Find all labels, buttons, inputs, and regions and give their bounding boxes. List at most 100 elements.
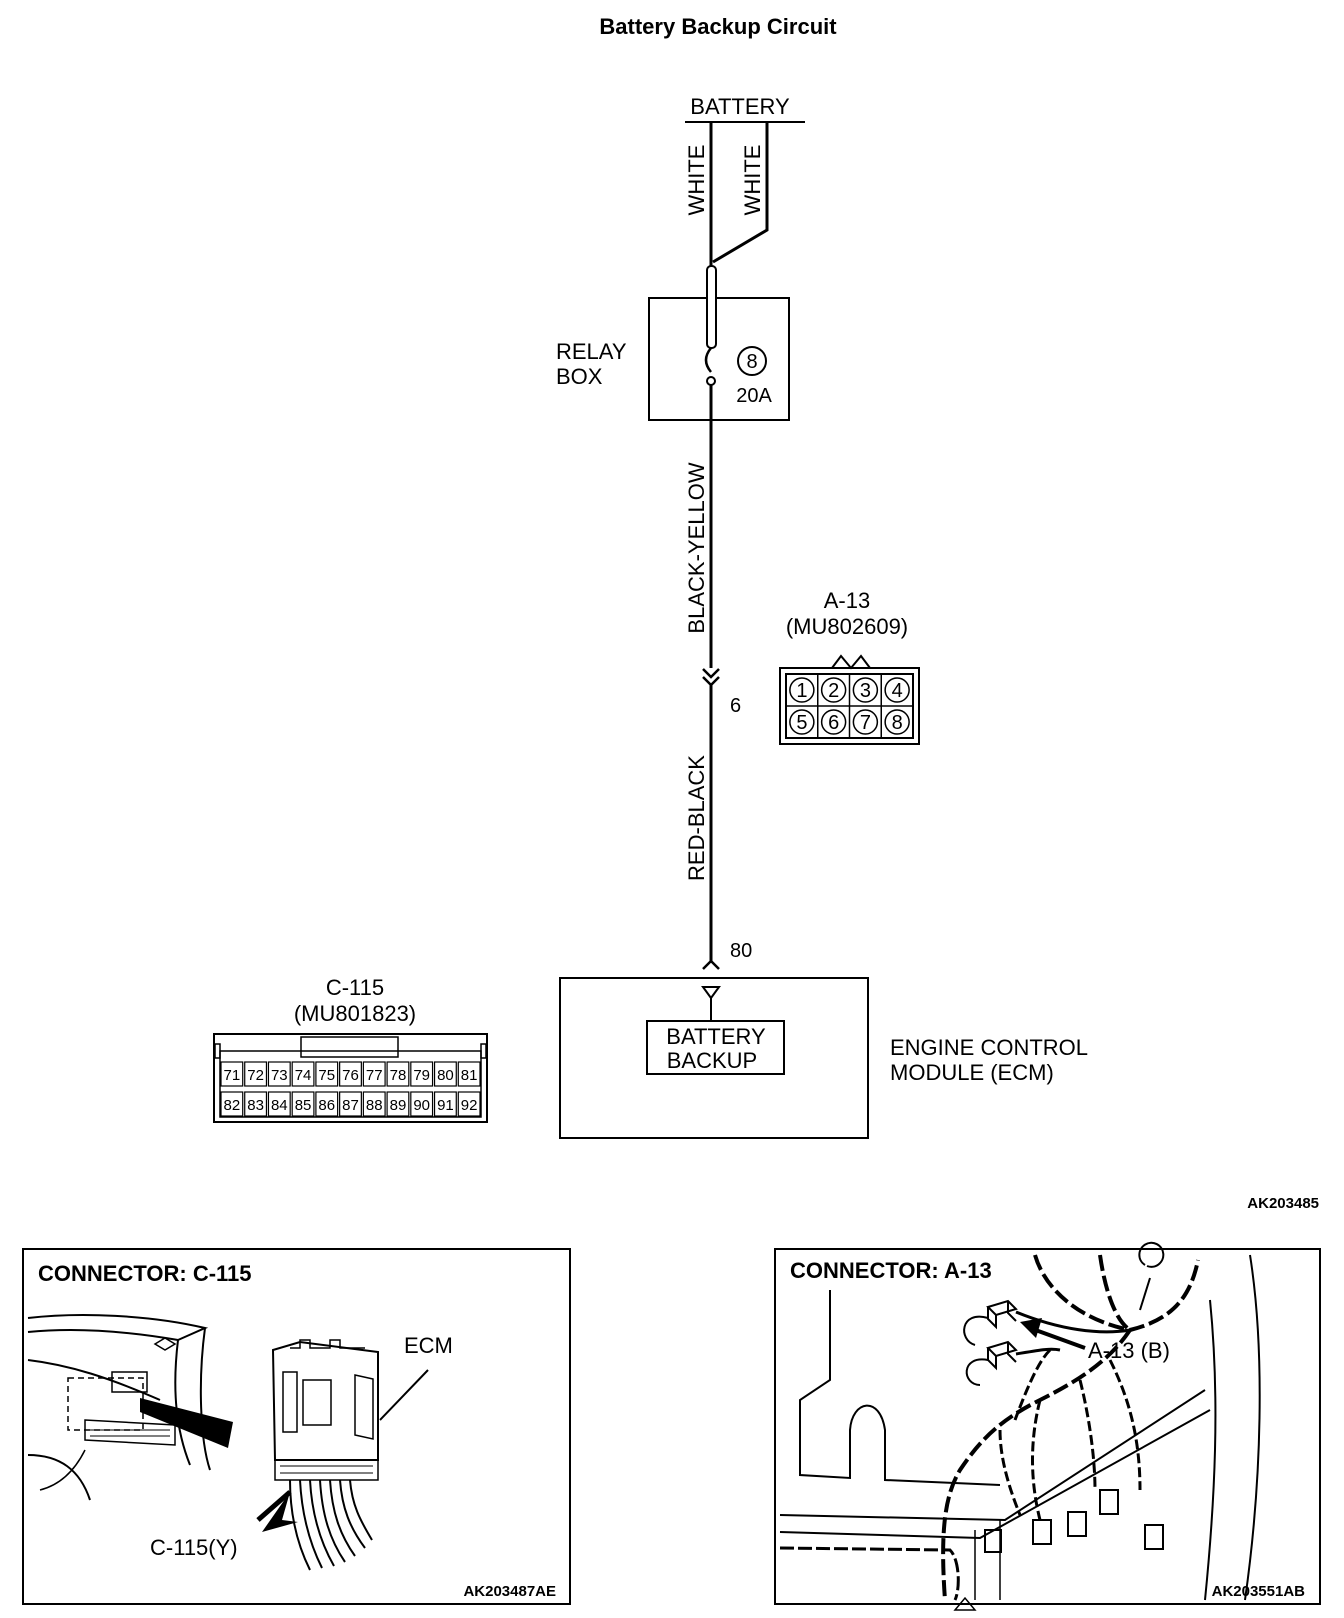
c115-pin-cell bbox=[362, 1061, 386, 1087]
relay-box bbox=[648, 297, 790, 421]
a13-pin-label: 7 bbox=[860, 712, 871, 734]
c115-pin-cell bbox=[433, 1061, 457, 1087]
c115-pin-cell bbox=[220, 1061, 244, 1087]
panel-a13 bbox=[774, 1241, 1321, 1611]
a13-pin-number: 6 bbox=[730, 695, 741, 717]
c115-pin-label: 80 bbox=[437, 1067, 454, 1084]
ecm-label-line2: MODULE (ECM) bbox=[890, 1060, 1054, 1085]
a13-pin-label: 4 bbox=[892, 680, 903, 702]
a13-pin-cavity bbox=[884, 709, 910, 735]
wire-color-white-right: WHITE bbox=[740, 145, 765, 216]
fuse-symbol bbox=[704, 347, 712, 373]
wire-color-white-left: WHITE bbox=[684, 145, 709, 216]
a13-pin-cavity bbox=[820, 677, 847, 703]
a13-pin-cavity bbox=[852, 677, 879, 703]
ecm-pin-number: 80 bbox=[730, 940, 752, 962]
battery-backup-box bbox=[646, 1020, 785, 1075]
c115-part-number: (MU801823) bbox=[294, 1001, 416, 1026]
c115-pin-label: 81 bbox=[461, 1067, 478, 1084]
a13-part-number: (MU802609) bbox=[786, 614, 908, 639]
panel-a13-heading: CONNECTOR: A-13 bbox=[790, 1258, 992, 1283]
c115-pin-cell bbox=[267, 1061, 291, 1087]
c115-pin-label: 90 bbox=[413, 1097, 430, 1114]
c115-pin-cell bbox=[291, 1091, 315, 1117]
c115-pin-label: 89 bbox=[390, 1097, 407, 1114]
diagram-code: AK203485 bbox=[1247, 1195, 1319, 1212]
c115-pin-cell bbox=[457, 1061, 481, 1087]
c115-pin-cell bbox=[362, 1091, 386, 1117]
panel-c115-code: AK203487AE bbox=[463, 1583, 556, 1600]
battery-backup-line2: BACKUP bbox=[667, 1048, 757, 1073]
c115-pin-cell bbox=[291, 1061, 315, 1087]
c115-pin-label: 86 bbox=[318, 1097, 335, 1114]
a13-pin-cavity bbox=[789, 677, 815, 703]
connector-a13-symbol bbox=[702, 668, 720, 679]
fuse-number: 8 bbox=[746, 351, 757, 373]
c115-pin-label: 88 bbox=[366, 1097, 383, 1114]
c115-pin-label: 83 bbox=[247, 1097, 264, 1114]
c115-pin-cell bbox=[410, 1061, 434, 1087]
a13-pin-cavity bbox=[852, 709, 879, 735]
battery-label: BATTERY bbox=[690, 94, 790, 119]
c115-pin-label: 92 bbox=[461, 1097, 478, 1114]
c115-pin-label: 84 bbox=[271, 1097, 288, 1114]
fuse-number-circle bbox=[737, 346, 767, 376]
c115-pin-cell bbox=[339, 1061, 362, 1087]
c115-connector-name: C-115 bbox=[326, 975, 384, 1000]
c115-pin-label: 85 bbox=[295, 1097, 312, 1114]
fusible-link bbox=[706, 265, 717, 349]
c115-pin-cell bbox=[339, 1091, 362, 1117]
a13-pin-cavity bbox=[884, 677, 910, 703]
a13-pin-label: 5 bbox=[796, 712, 807, 734]
ecm-terminal-arrow bbox=[701, 986, 721, 1000]
a13-pin-cavity bbox=[820, 709, 847, 735]
wire-color-red-black: RED-BLACK bbox=[684, 755, 709, 881]
a13-pin-cavity bbox=[789, 709, 815, 735]
a13-pin-label: 6 bbox=[828, 712, 839, 734]
page-title: Battery Backup Circuit bbox=[599, 14, 837, 39]
c115-pin-cell bbox=[386, 1091, 410, 1117]
c115-pin-label: 87 bbox=[342, 1097, 359, 1114]
a13-pin-label: 1 bbox=[796, 680, 807, 702]
c115-pin-cell bbox=[220, 1091, 244, 1117]
a13-connector-face bbox=[779, 654, 920, 745]
c115-pin-label: 77 bbox=[366, 1067, 383, 1084]
c115-connector-face bbox=[213, 1033, 488, 1123]
c115-pin-label: 72 bbox=[247, 1067, 264, 1084]
relay-box-label-line1: RELAY bbox=[556, 339, 627, 364]
a13-pin-label: 2 bbox=[828, 680, 839, 702]
c115-pin-label: 74 bbox=[295, 1067, 312, 1084]
c115-pin-cell bbox=[315, 1091, 339, 1117]
panel-a13-code: AK203551AB bbox=[1212, 1583, 1306, 1600]
c115-pin-cell bbox=[267, 1091, 291, 1117]
c115-pin-label: 82 bbox=[224, 1097, 241, 1114]
battery-backup-line1: BATTERY bbox=[666, 1024, 766, 1049]
panel-c115 bbox=[22, 1248, 571, 1605]
ecm-label-line1: ENGINE CONTROL bbox=[890, 1035, 1088, 1060]
panel-c115-ecm-label: ECM bbox=[404, 1333, 453, 1358]
c115-pin-cell bbox=[244, 1091, 268, 1117]
c115-pin-label: 78 bbox=[390, 1067, 407, 1084]
c115-pin-cell bbox=[410, 1091, 434, 1117]
c115-pin-cell bbox=[433, 1091, 457, 1117]
fuse-rating: 20A bbox=[736, 385, 772, 407]
c115-pin-label: 79 bbox=[413, 1067, 430, 1084]
white-wire-right bbox=[712, 122, 769, 264]
c115-pin-label: 71 bbox=[224, 1067, 241, 1084]
c115-pin-label: 73 bbox=[271, 1067, 288, 1084]
a13-connector-name: A-13 bbox=[824, 588, 870, 613]
panel-c115-heading: CONNECTOR: C-115 bbox=[38, 1261, 252, 1286]
c115-pin-label: 91 bbox=[437, 1097, 454, 1114]
c115-pin-cell bbox=[315, 1061, 339, 1087]
a13-pin-label: 8 bbox=[892, 712, 903, 734]
relay-box-label-line2: BOX bbox=[556, 364, 603, 389]
c115-pin-cell bbox=[457, 1091, 481, 1117]
connector-ecm-symbol bbox=[702, 959, 720, 970]
c115-pin-cell bbox=[244, 1061, 268, 1087]
ecm-box bbox=[559, 977, 869, 1139]
wire-color-black-yellow: BLACK-YELLOW bbox=[684, 462, 709, 633]
a13-pin-label: 3 bbox=[860, 680, 871, 702]
